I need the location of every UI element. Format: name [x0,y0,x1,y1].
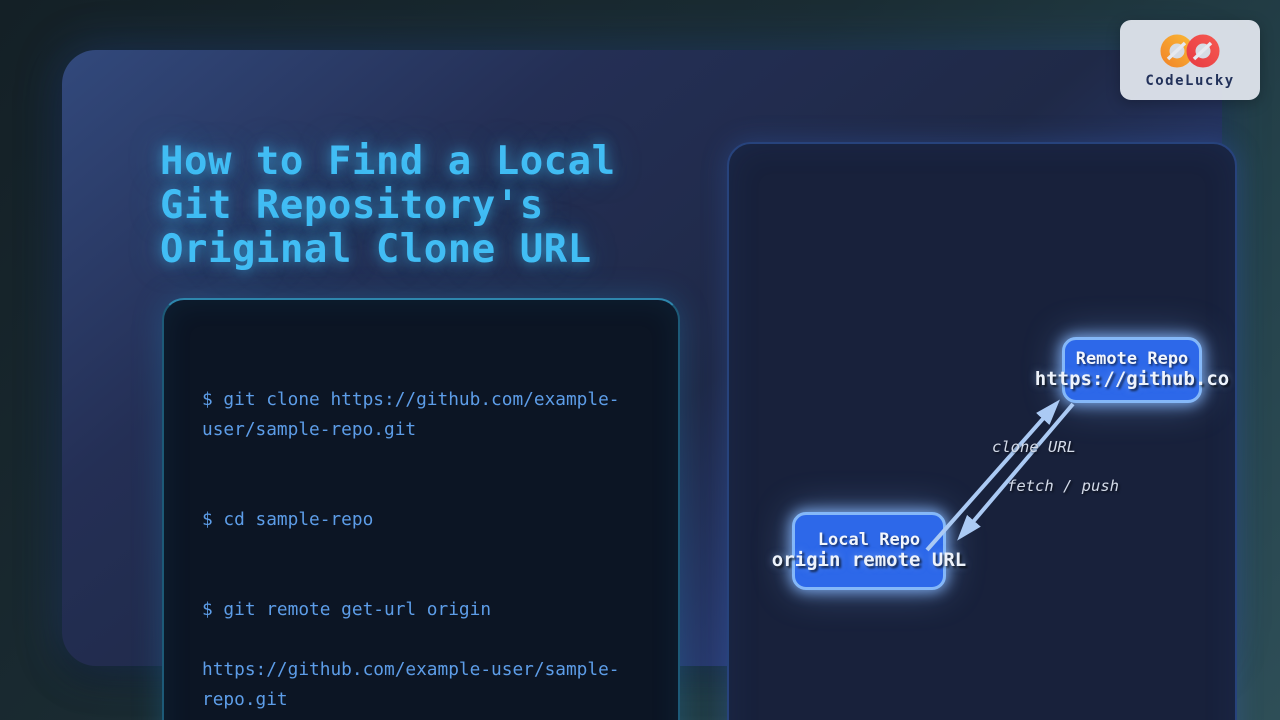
terminal-block-command: $ cd sample-repo [202,505,640,535]
fetch-push-label: fetch / push [1007,477,1119,495]
clone-url-label: clone URL [992,438,1076,456]
terminal-line: https://github.com/example-user/sample- [202,659,620,680]
main-card: How to Find a Local Git Repository's Ori… [62,50,1237,720]
local-repo-origin-label: origin remote URL [771,549,967,571]
terminal-block-output: https://github.com/example-user/sample-r… [202,655,640,715]
arrows-layer [925,399,1075,552]
remote-repo-url: https://github.co [1034,368,1230,390]
terminal-body: $ git clone https://github.com/example-u… [202,385,640,715]
brand-badge: CodeLucky [1120,20,1260,100]
infinity-icon [1160,34,1220,68]
page-title-line: Original Clone URL [160,227,592,272]
local-repo-node: Local Repo origin remote URL [772,512,966,590]
terminal-block-command: $ git clone https://github.com/example-u… [202,385,640,445]
page-title-line: Git Repository's [160,183,544,228]
terminal-line: $ git remote get-url origin [202,599,492,620]
remote-repo-node: Remote Repo https://github.co [1035,337,1229,403]
terminal-line: $ cd sample-repo [202,509,374,530]
diagram-panel: Remote Repo https://github.co Local Repo… [727,142,1237,720]
page-title-line: How to Find a Local [160,139,616,184]
page-title: How to Find a Local Git Repository's Ori… [160,140,650,272]
terminal-panel: $ git clone https://github.com/example-u… [162,298,680,720]
fetch-push-arrow [957,402,1075,541]
brand-name: CodeLucky [1145,73,1235,89]
terminal-line: user/sample-repo.git [202,419,417,440]
terminal-line: repo.git [202,689,288,710]
local-repo-label: Local Repo [817,530,921,550]
terminal-line: $ git clone https://github.com/example- [202,389,620,410]
terminal-block-command: $ git remote get-url origin [202,595,640,625]
remote-repo-label: Remote Repo [1075,349,1189,369]
